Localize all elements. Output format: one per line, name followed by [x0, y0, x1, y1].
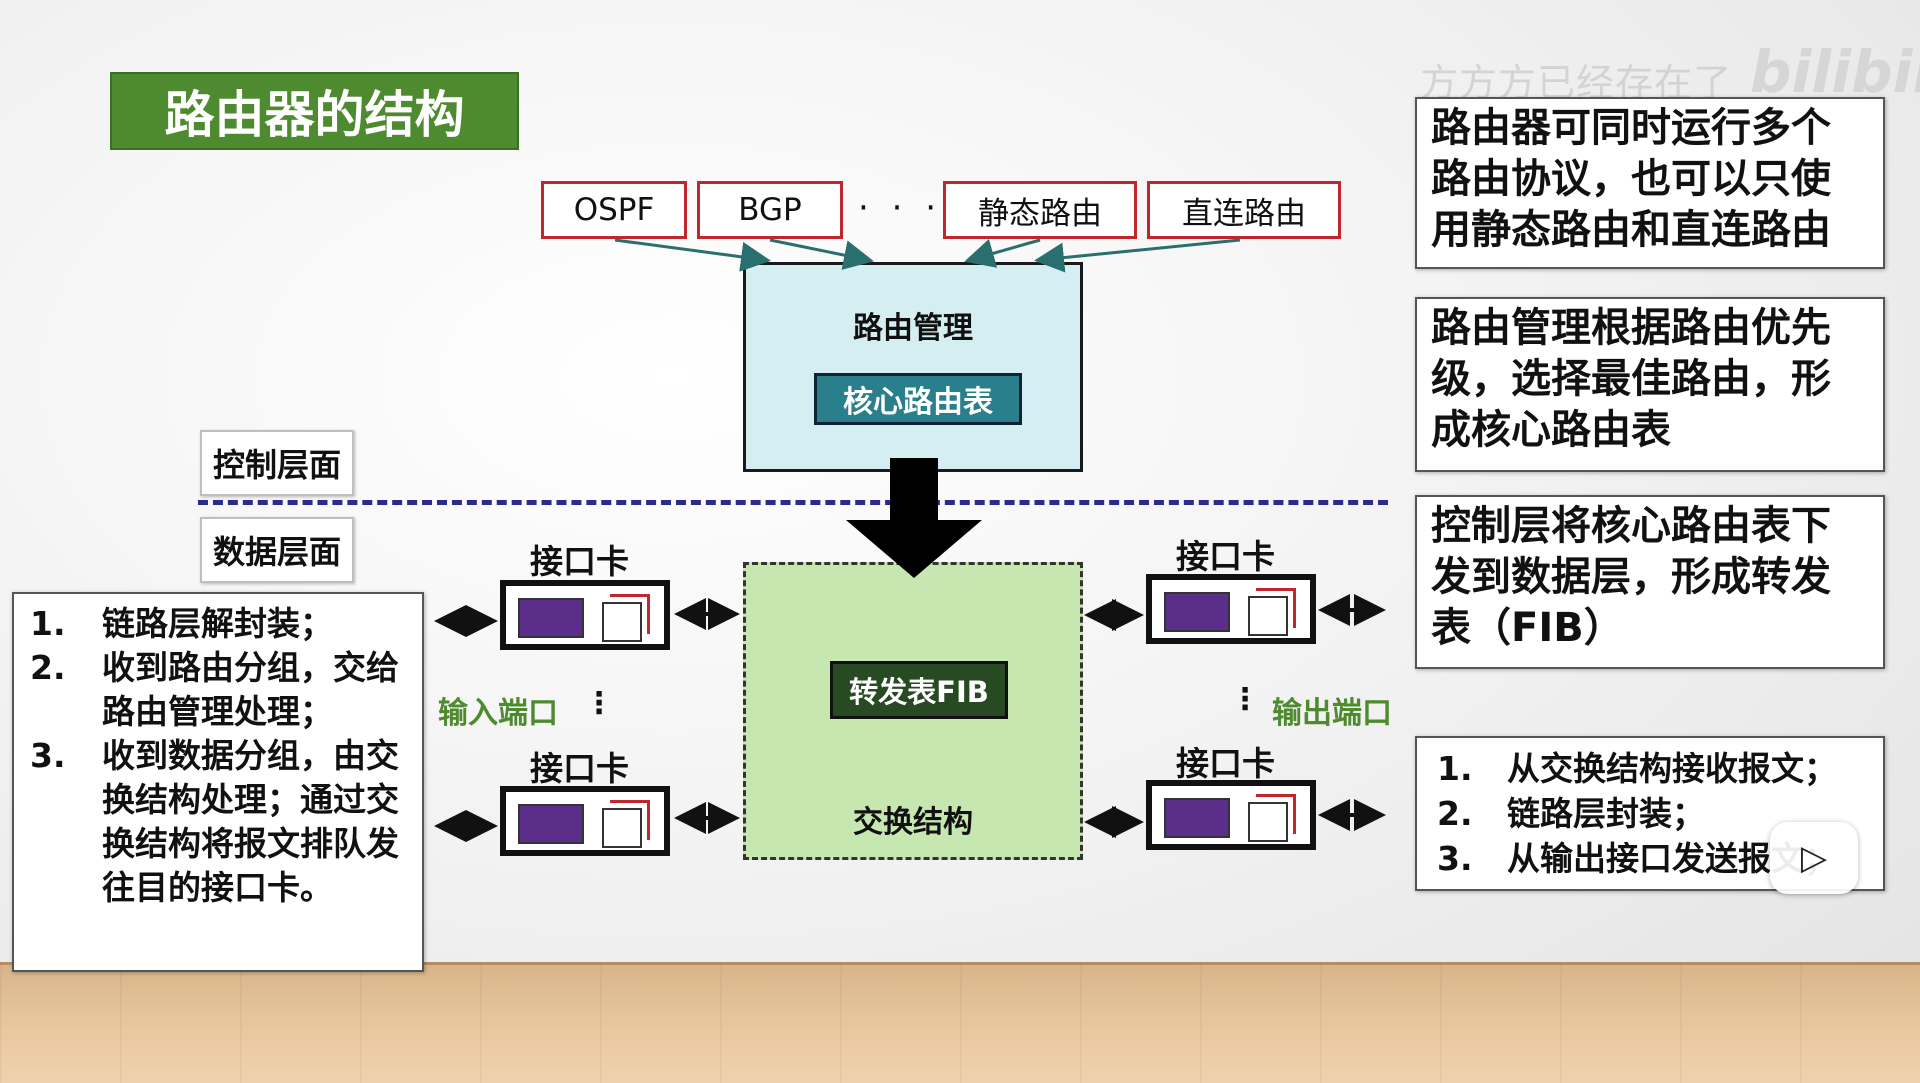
card-buffer-back: [1256, 794, 1296, 834]
output-port-dots: ⋮: [1230, 682, 1260, 717]
step-number: 2.: [1437, 794, 1473, 833]
input-card-title-top: 接口卡: [530, 542, 629, 581]
note-fib: 控制层将核心路由表下发到数据层，形成转发表（FIB）: [1415, 495, 1885, 669]
input-port-dots: ⋮: [584, 686, 614, 721]
step-text: 收到数据分组，由交换结构处理；通过交换结构将报文排队发往目的接口卡。: [102, 736, 399, 907]
step-number: 3.: [1437, 839, 1473, 878]
card-buffer-back: [610, 800, 650, 840]
input-interface-card-top: [500, 580, 670, 650]
slide-title: 路由器的结构: [110, 72, 519, 150]
input-step-2: 2. 收到路由分组，交给路由管理处理；: [30, 646, 412, 734]
card-buffer-back: [1256, 588, 1296, 628]
switch-fabric-label: 交换结构: [853, 805, 973, 840]
protocol-ospf: OSPF: [541, 181, 687, 239]
input-step-1: 1. 链路层解封装；: [30, 602, 412, 646]
output-step-2: 2. 链路层封装；: [1437, 791, 1875, 836]
card-port-block: [518, 804, 584, 844]
route-management-box: 路由管理 核心路由表: [743, 262, 1083, 472]
output-port-label: 输出端口: [1272, 696, 1392, 731]
input-card-title-bottom: 接口卡: [530, 749, 629, 788]
note-route-selection: 路由管理根据路由优先级，选择最佳路由，形成核心路由表: [1415, 297, 1885, 472]
output-card-title-top: 接口卡: [1176, 537, 1275, 576]
card-buffer-front: [1248, 802, 1288, 842]
play-icon[interactable]: ▷: [1770, 822, 1858, 894]
step-text: 收到路由分组，交给路由管理处理；: [102, 648, 399, 731]
wood-floor: [0, 962, 1920, 1083]
output-step-1: 1. 从交换结构接收报文；: [1437, 746, 1875, 791]
card-port-block: [518, 598, 584, 638]
bilibili-logo: bilibili: [1750, 38, 1920, 106]
input-step-3: 3. 收到数据分组，由交换结构处理；通过交换结构将报文排队发往目的接口卡。: [30, 734, 412, 910]
input-port-label: 输入端口: [438, 696, 558, 731]
step-number: 1.: [30, 604, 66, 643]
note-protocols: 路由器可同时运行多个路由协议，也可以只使用静态路由和直连路由: [1415, 97, 1885, 269]
card-buffer-front: [1248, 596, 1288, 636]
route-management-label: 路由管理: [853, 311, 973, 346]
core-routing-table: 核心路由表: [814, 373, 1022, 425]
output-card-title-bottom: 接口卡: [1176, 744, 1275, 783]
input-steps-box: 1. 链路层解封装； 2. 收到路由分组，交给路由管理处理； 3. 收到数据分组…: [12, 592, 424, 972]
step-number: 2.: [30, 648, 66, 687]
plane-divider: [198, 500, 1388, 505]
step-number: 1.: [1437, 749, 1473, 788]
card-port-block: [1164, 798, 1230, 838]
data-plane-label: 数据层面: [200, 517, 354, 583]
step-number: 3.: [30, 736, 66, 775]
protocol-bgp: BGP: [697, 181, 843, 239]
fib-table: 转发表FIB: [830, 661, 1008, 719]
card-buffer-front: [602, 808, 642, 848]
output-interface-card-top: [1146, 574, 1316, 644]
output-interface-card-bottom: [1146, 780, 1316, 850]
protocol-static-route: 静态路由: [943, 181, 1137, 239]
card-buffer-back: [610, 594, 650, 634]
protocol-direct-route: 直连路由: [1147, 181, 1341, 239]
input-interface-card-bottom: [500, 786, 670, 856]
card-port-block: [1164, 592, 1230, 632]
step-text: 链路层封装；: [1507, 794, 1705, 833]
protocol-ellipsis: · · ·: [858, 188, 943, 228]
step-text: 链路层解封装；: [102, 604, 333, 643]
control-plane-label: 控制层面: [200, 430, 354, 496]
step-text: 从交换结构接收报文；: [1507, 749, 1837, 788]
card-buffer-front: [602, 602, 642, 642]
switch-fabric-box: 转发表FIB 交换结构: [743, 562, 1083, 860]
